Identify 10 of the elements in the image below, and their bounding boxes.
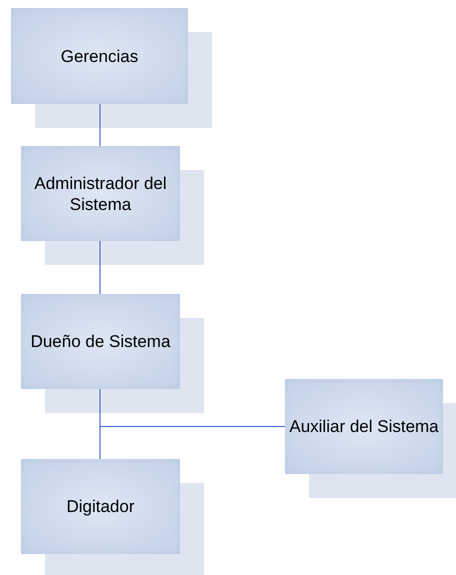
role-box [285, 379, 443, 474]
role-label: Administrador del Sistema [33, 172, 168, 214]
role-label: Digitador [65, 496, 136, 517]
role-label: Auxiliar del Sistema [288, 416, 440, 437]
role-label: Dueño de Sistema [30, 331, 172, 352]
role-box [21, 294, 180, 389]
role-box [11, 8, 188, 104]
role-box [21, 146, 180, 241]
role-label: Gerencias [60, 46, 140, 66]
role-box [21, 459, 180, 554]
